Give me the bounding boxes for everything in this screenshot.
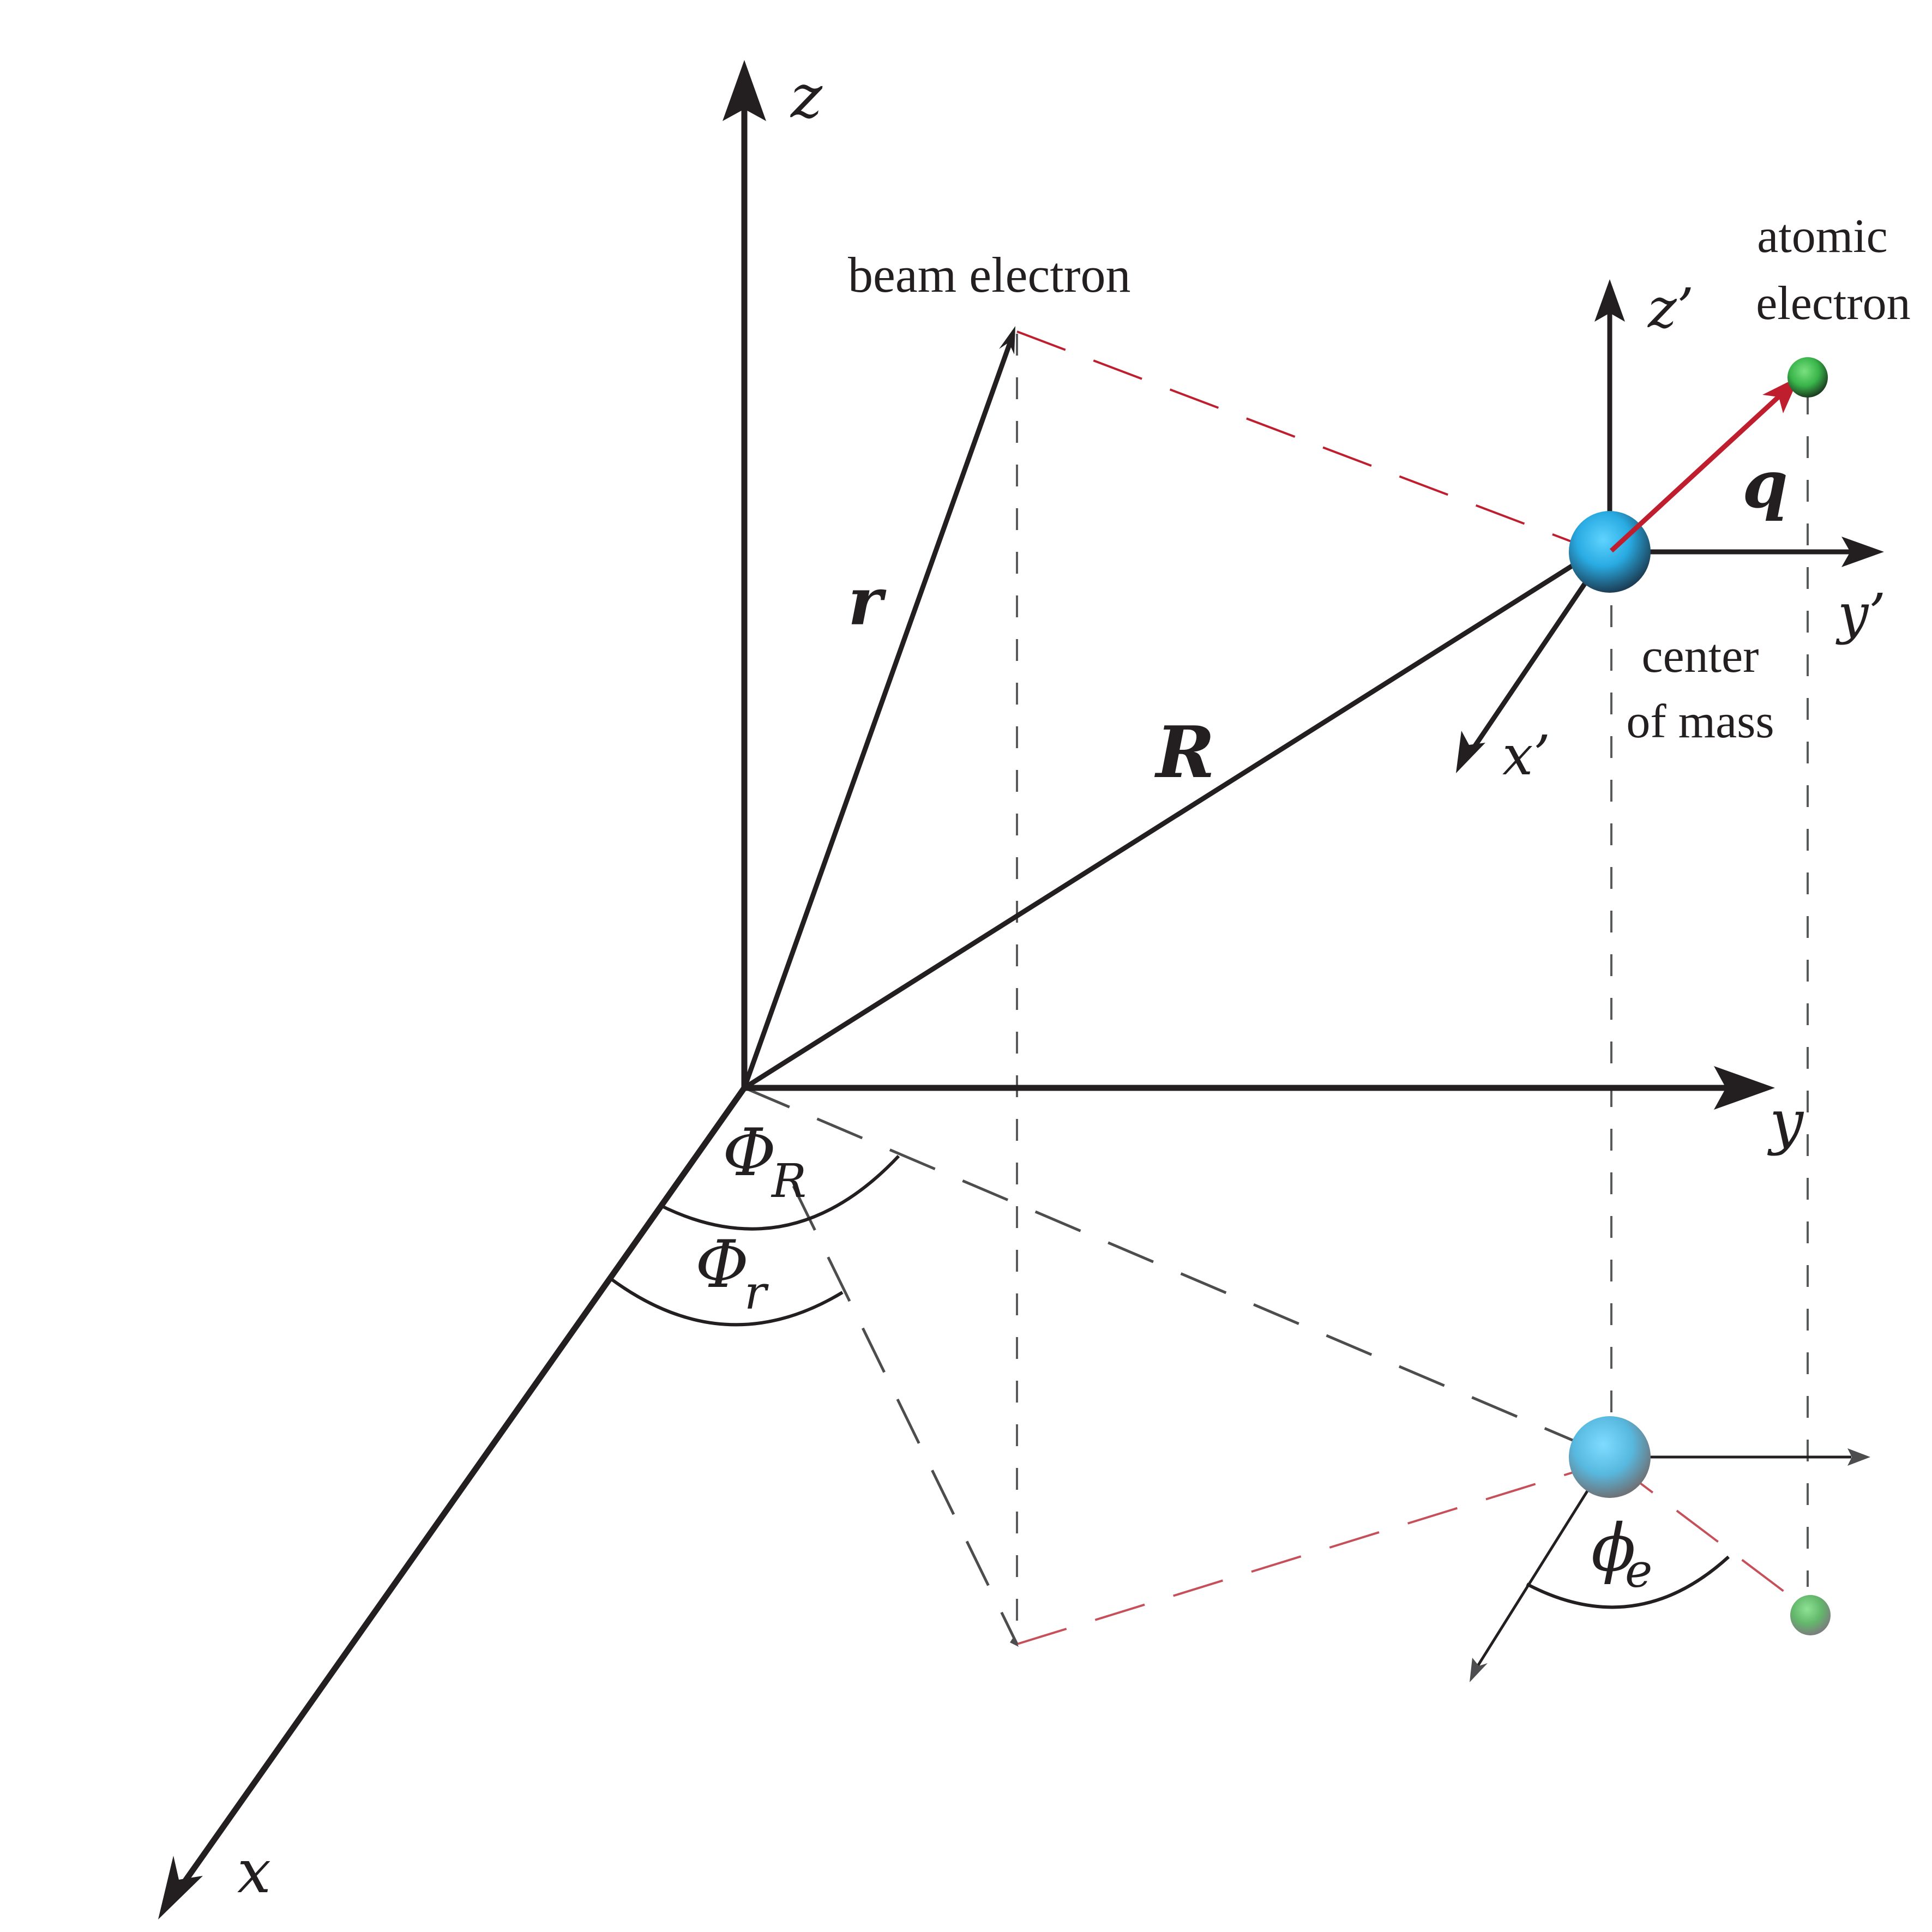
- dashed-relative-position-lower: [1016, 1460, 1609, 1645]
- vector-R-line: [743, 547, 1599, 1090]
- angle-arc-Phi-R: [659, 1154, 900, 1231]
- label-beam-electron: beam electron: [848, 247, 1131, 303]
- label-x-axis: x: [237, 1837, 271, 1906]
- x-prime-projection-arrowhead: [1470, 1658, 1488, 1682]
- label-y-axis: y: [1767, 1087, 1804, 1157]
- vector-q-line: [1609, 390, 1785, 553]
- beam-electron-projection-marker: [1010, 1636, 1019, 1647]
- label-angle-Phi-r-sub: r: [744, 1266, 769, 1320]
- x-axis-arrowhead: [158, 1856, 203, 1919]
- angle-arc-phi-e: [1526, 1555, 1730, 1609]
- atomic-electron-lower: [1790, 1595, 1831, 1635]
- label-x-prime: x’: [1502, 724, 1550, 787]
- vector-r-arrowhead: [999, 326, 1015, 354]
- label-vector-r: r: [848, 563, 887, 640]
- x-prime-projection: [1476, 1460, 1608, 1667]
- label-angle-phi-e-sub: e: [1625, 1544, 1652, 1598]
- x-axis: [174, 1086, 747, 1894]
- dashed-r-projection: [792, 1185, 1019, 1645]
- label-vector-R: R: [1154, 711, 1215, 794]
- label-vector-q: q: [1742, 446, 1788, 523]
- nucleus-lower: [1569, 1416, 1651, 1498]
- label-z-axis: z: [790, 62, 823, 131]
- y-prime-arrowhead: [1841, 537, 1884, 567]
- x-prime-axis: [1470, 571, 1594, 751]
- y-prime-projection-arrowhead: [1847, 1448, 1870, 1466]
- label-y-prime: y’: [1835, 582, 1886, 646]
- dashed-electron-projection-lower: [1610, 1460, 1811, 1612]
- label-angle-Phi-r: Φ: [695, 1227, 749, 1303]
- label-angle-Phi-R: Φ: [723, 1115, 776, 1191]
- label-center-of-mass-line1: center: [1642, 630, 1759, 683]
- angle-arc-Phi-r: [610, 1277, 844, 1327]
- x-prime-arrowhead: [1456, 731, 1485, 773]
- label-angle-phi-e: ϕ: [1591, 1510, 1636, 1586]
- label-atomic-electron-line2: electron: [1756, 277, 1910, 330]
- y-axis-arrowhead: [1714, 1066, 1775, 1110]
- label-z-prime: z’: [1647, 276, 1694, 340]
- atomic-electron-upper: [1787, 357, 1828, 398]
- label-atomic-electron-line1: atomic: [1757, 210, 1887, 263]
- vector-r-line: [742, 334, 1015, 1089]
- dashed-R-projection: [744, 1086, 1604, 1455]
- label-angle-Phi-R-sub: R: [771, 1154, 806, 1208]
- dashed-relative-position-upper: [1016, 330, 1582, 546]
- z-prime-arrowhead: [1594, 279, 1625, 322]
- z-axis-arrowhead: [723, 60, 766, 121]
- label-center-of-mass-line2: of mass: [1626, 695, 1774, 748]
